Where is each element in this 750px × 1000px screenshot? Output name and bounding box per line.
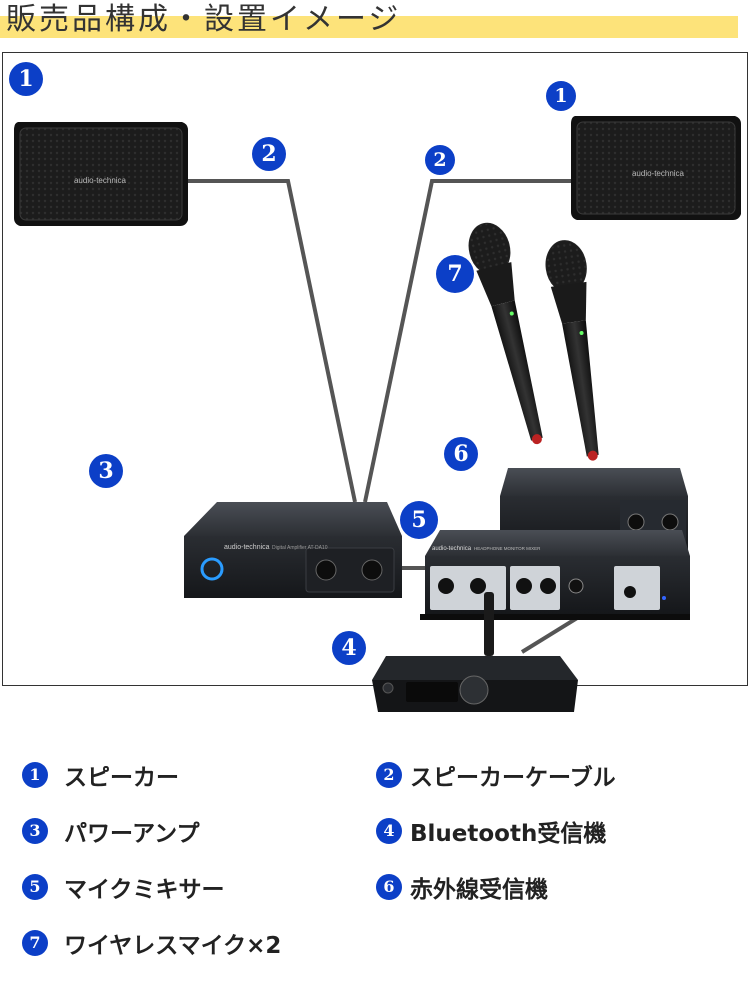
- setup-diagram: audio-technica audio-technica audio-tech…: [14, 116, 741, 712]
- page-title: 販売品構成・設置イメージ: [6, 2, 402, 37]
- badge-mics: 7: [436, 255, 474, 293]
- legend-item-speaker: 1 スピーカー: [22, 758, 179, 792]
- legend-label: スピーカー: [64, 765, 179, 791]
- legend-item-bluetooth: 4 Bluetooth受信機: [376, 814, 606, 848]
- speaker-left: [14, 122, 188, 226]
- cable-right: [363, 179, 572, 503]
- legend-label: ワイヤレスマイク×2: [64, 933, 282, 959]
- mixer-brand: audio-technica: [432, 546, 472, 552]
- legend-item-wireless-mic: 7 ワイヤレスマイク×2: [22, 926, 281, 960]
- legend-item-power-amp: 3 パワーアンプ: [22, 814, 199, 848]
- legend-label: スピーカーケーブル: [410, 765, 616, 791]
- amp-brand: audio-technica: [224, 544, 270, 551]
- legend-label: マイクミキサー: [64, 877, 225, 903]
- power-amp-device: [184, 502, 402, 598]
- legend-num: 6: [376, 874, 402, 900]
- badge-speaker-left: 1: [9, 62, 43, 96]
- legend-num: 5: [22, 874, 48, 900]
- legend-item-ir-receiver: 6 赤外線受信機: [376, 870, 548, 904]
- cable-bt-mixer: [520, 613, 584, 654]
- legend-num: 4: [376, 818, 402, 844]
- speaker-left-brand: audio-technica: [74, 176, 127, 185]
- page-header: 販売品構成・設置イメージ: [0, 0, 750, 44]
- badge-bluetooth: 4: [332, 631, 366, 665]
- badge-cable-right: 2: [425, 145, 455, 175]
- bluetooth-receiver-device: [372, 592, 578, 712]
- cable-left: [183, 179, 357, 503]
- badge-cable-left: 2: [252, 137, 286, 171]
- title-highlight: [0, 16, 738, 38]
- badge-power-amp: 3: [89, 454, 123, 488]
- legend-label: 赤外線受信機: [410, 877, 548, 903]
- legend-num: 7: [22, 930, 48, 956]
- wireless-mic-1: [468, 222, 543, 445]
- mic-mixer-device: [420, 530, 690, 620]
- wireless-mic-2: [545, 240, 599, 461]
- speaker-cables: [183, 179, 584, 654]
- badge-ir-receiver: 6: [444, 437, 478, 471]
- badge-speaker-right: 1: [546, 81, 576, 111]
- badge-mixer: 5: [400, 501, 438, 539]
- legend-num: 2: [376, 762, 402, 788]
- legend-label: パワーアンプ: [64, 821, 200, 847]
- speaker-right: [571, 116, 741, 220]
- speaker-right-brand: audio-technica: [632, 169, 685, 178]
- mixer-model: HEADPHONE MONITOR MIXER: [474, 546, 541, 551]
- legend-num: 3: [22, 818, 48, 844]
- legend-num: 1: [22, 762, 48, 788]
- legend-item-mixer: 5 マイクミキサー: [22, 870, 225, 904]
- legend-item-speaker-cable: 2 スピーカーケーブル: [376, 758, 616, 792]
- amp-model: Digital Amplifier AT-DA10: [272, 545, 328, 551]
- component-legend: 1 スピーカー 2 スピーカーケーブル 3 パワーアンプ 4 Bluetooth…: [0, 750, 750, 1000]
- legend-label: Bluetooth受信機: [410, 821, 607, 847]
